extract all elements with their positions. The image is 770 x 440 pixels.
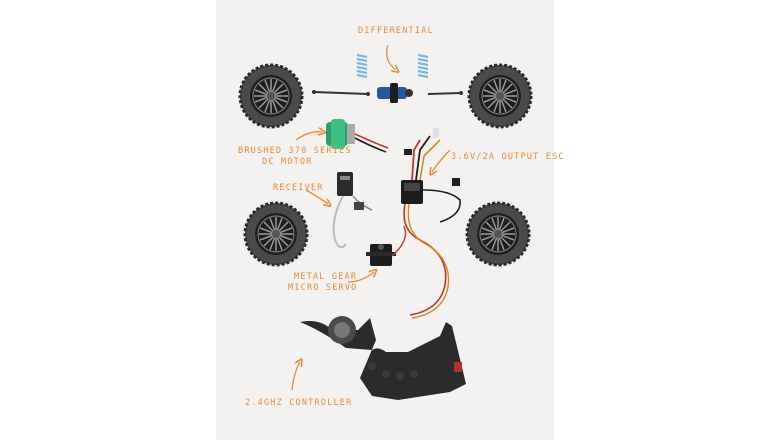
right-spring bbox=[416, 51, 430, 83]
receiver-unit bbox=[332, 172, 373, 249]
receiver-arrow bbox=[305, 189, 328, 204]
rc-controller bbox=[300, 316, 466, 400]
esc-arrow bbox=[432, 149, 451, 172]
esc-unit bbox=[401, 128, 461, 319]
differential-arrow bbox=[385, 44, 396, 70]
rear-right-wheel bbox=[465, 201, 531, 267]
servo-label-line2: MICRO SERVO bbox=[288, 283, 358, 293]
left-spring bbox=[355, 51, 369, 83]
servo-arrow bbox=[347, 272, 374, 283]
dc-motor bbox=[326, 119, 389, 153]
controller-arrow bbox=[291, 362, 300, 391]
front-left-wheel bbox=[238, 63, 304, 129]
esc-label: 3.6V/2A OUTPUT ESC bbox=[451, 152, 565, 162]
annotation-arrows bbox=[291, 44, 451, 391]
motor-label-line2: DC MOTOR bbox=[262, 157, 313, 167]
motor-arrow bbox=[295, 132, 322, 141]
receiver-label: RECEIVER bbox=[273, 183, 324, 193]
servo-label-line1: METAL GEAR bbox=[294, 272, 358, 282]
controller-label: 2.4GHz CONTROLLER bbox=[245, 398, 353, 408]
differential-label: DIFFERENTIAL bbox=[358, 26, 434, 36]
motor-label-line1: BRUSHED 370 SERIES bbox=[238, 146, 352, 156]
rear-left-wheel bbox=[243, 201, 309, 267]
differential-unit bbox=[377, 83, 413, 103]
drive-axles bbox=[312, 90, 463, 96]
front-right-wheel bbox=[467, 63, 533, 129]
micro-servo bbox=[366, 225, 407, 266]
